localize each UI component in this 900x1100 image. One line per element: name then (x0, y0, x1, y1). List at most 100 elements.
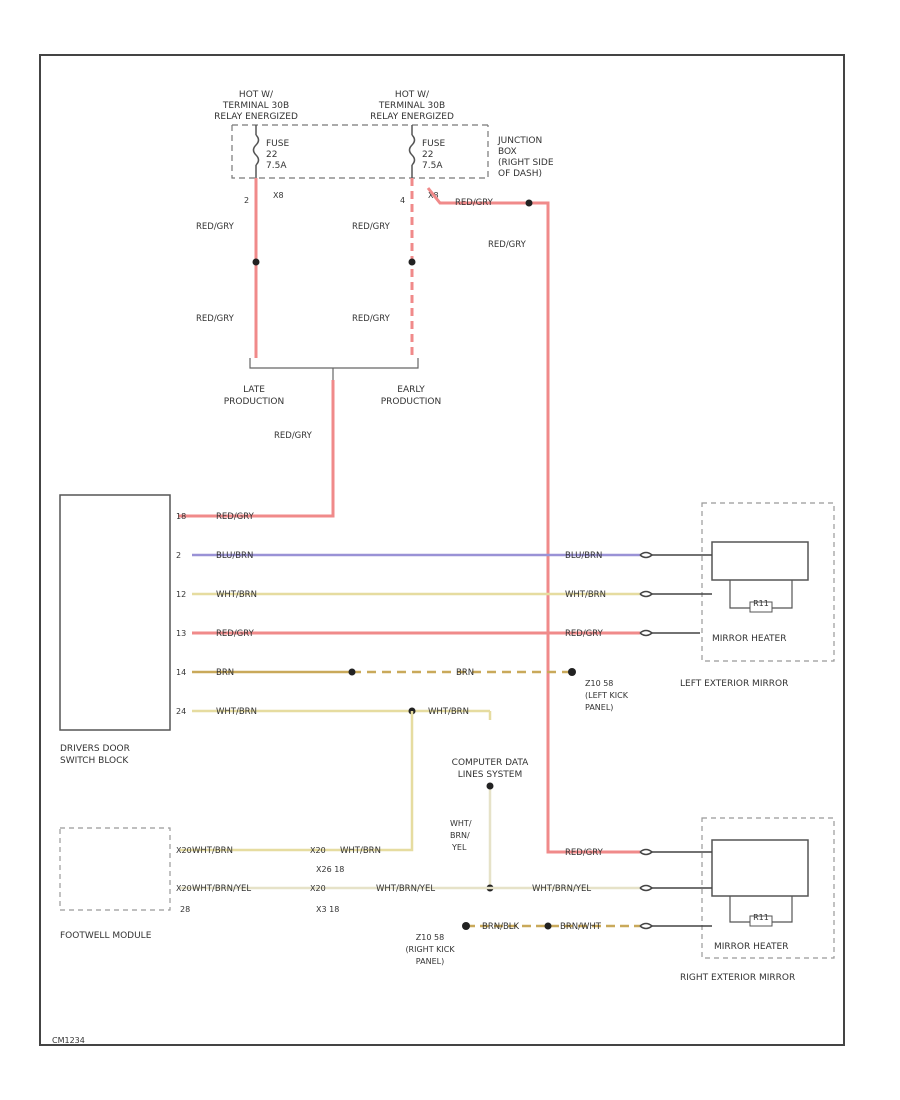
switch-pin-2: 2 (176, 551, 181, 560)
computer-data-label-2: LINES SYSTEM (458, 770, 523, 780)
hot-label-left-3: RELAY ENERGIZED (214, 112, 298, 122)
wire-label-wht-brn-left: WHT/BRN (216, 590, 257, 600)
left-mirror-heater-label: MIRROR HEATER (712, 634, 786, 644)
hot-label-left-2: TERMINAL 30B (222, 101, 289, 111)
early-production-label-2: PRODUCTION (381, 397, 442, 407)
pin-left-number: 2 (244, 196, 249, 205)
left-heater-element-code: R11 (753, 599, 769, 608)
hot-label-left-1: HOT W/ (239, 90, 274, 100)
right-exterior-mirror (701, 817, 835, 959)
wire-late-production (252, 178, 260, 358)
fuse-left-symbol (252, 125, 260, 178)
wire-label-wht-brn-data-right: WHT/BRN (428, 707, 469, 717)
switch-pin-3: 12 (176, 590, 186, 599)
pin-left-code: X8 (273, 191, 284, 200)
wire-label-switch-feed: RED/GRY (216, 512, 255, 522)
ground-left-label-1: Z10 58 (585, 679, 613, 688)
wire-label-early-lower: RED/GRY (352, 314, 391, 324)
switch-pin-6: 24 (176, 707, 186, 716)
hot-label-right-2: TERMINAL 30B (378, 101, 445, 111)
right-mirror-caption: RIGHT EXTERIOR MIRROR (680, 973, 795, 983)
wire-label-footwell-top-left: WHT/BRN (192, 846, 233, 856)
ground-left-label-3: PANEL) (585, 703, 613, 712)
ground-right-label-3: PANEL) (416, 957, 444, 966)
right-mirror-heater-label: MIRROR HEATER (714, 942, 788, 952)
connector-x26-bottom-label: X3 18 (316, 905, 339, 914)
wire-label-junction-out: RED/GRY (455, 198, 494, 208)
wire-label-wht-brn-yel-2: WHT/BRN/YEL (376, 884, 435, 894)
wire-label-wht-brn-right: WHT/BRN (565, 590, 606, 600)
wire-label-late-lower: RED/GRY (196, 314, 235, 324)
wire-label-brn-blk: BRN/BLK (482, 922, 520, 932)
left-mirror-connectors (639, 551, 712, 637)
switch-pin-1: 18 (176, 512, 186, 521)
ground-right-label-2: (RIGHT KICK (405, 945, 455, 954)
left-exterior-mirror (701, 502, 835, 662)
switch-pin-5: 14 (176, 668, 186, 677)
frame-code: CM1234 (52, 1036, 85, 1045)
wire-label-stack-3: YEL (451, 843, 467, 852)
junction-box-label-4: OF DASH) (498, 169, 542, 179)
ground-left-label-2: (LEFT KICK (585, 691, 629, 700)
late-production-label-2: PRODUCTION (224, 397, 285, 407)
wire-feed-to-switch (178, 380, 335, 518)
wire-label-footwell-top-right: WHT/BRN (340, 846, 381, 856)
wire-label-stack-1: WHT/ (450, 819, 472, 828)
pin-right-number: 4 (400, 196, 405, 205)
wire-label-wht-brn-data-left: WHT/BRN (216, 707, 257, 717)
switch-pin-4: 13 (176, 629, 186, 638)
footwell-pin-code: 28 (180, 905, 190, 914)
fuse-right-rating: 7.5A (422, 161, 443, 171)
wire-wht-brn-footwell (180, 711, 414, 852)
wire-label-blu-brn-left: BLU/BRN (216, 551, 253, 561)
footwell-pin-top: X20 (176, 846, 192, 855)
wire-label-blu-brn-right: BLU/BRN (565, 551, 602, 561)
connector-x26-top-label: X26 18 (316, 865, 344, 874)
wire-label-brn-left: BRN (216, 668, 234, 678)
ground-right-point (462, 922, 470, 930)
late-production-label-1: LATE (243, 385, 265, 395)
wire-label-wht-brn-yel-1: WHT/BRN/YEL (192, 884, 251, 894)
left-mirror-caption: LEFT EXTERIOR MIRROR (680, 679, 788, 689)
wire-early-production (408, 178, 416, 358)
right-heater-element-code: R11 (753, 913, 769, 922)
junction-box-label-1: JUNCTION (497, 136, 542, 146)
wire-label-right-mirror-red: RED/GRY (565, 848, 604, 858)
hot-label-right-3: RELAY ENERGIZED (370, 112, 454, 122)
wire-label-stack-2: BRN/ (450, 831, 470, 840)
junction-box-label-3: (RIGHT SIDE (498, 158, 554, 168)
footwell-pin-bottom: X20 (176, 884, 192, 893)
fuse-right-number: 22 (422, 150, 433, 160)
ground-left-point (568, 668, 576, 676)
fuse-right-symbol (408, 125, 416, 178)
wire-label-brn-wht: BRN/WHT (560, 922, 602, 932)
production-bracket (249, 358, 419, 369)
fuse-right-label: FUSE (422, 139, 445, 149)
right-mirror-heater-box (711, 839, 809, 897)
wire-label-red-gry-right: RED/GRY (565, 629, 604, 639)
connector-x26-bottom-pin: X20 (310, 884, 326, 893)
fuse-left-label: FUSE (266, 139, 289, 149)
fuse-left-rating: 7.5A (266, 161, 287, 171)
wire-label-brn-right: BRN (456, 668, 474, 678)
wire-label-late-upper: RED/GRY (196, 222, 235, 232)
driver-switch-block (59, 494, 171, 731)
wire-label-wht-brn-yel-3: WHT/BRN/YEL (532, 884, 591, 894)
wire-label-feed: RED/GRY (274, 431, 313, 441)
ground-right-label-1: Z10 58 (416, 933, 444, 942)
early-production-label-1: EARLY (397, 385, 425, 395)
driver-switch-label-2: SWITCH BLOCK (60, 756, 129, 766)
junction-box (231, 124, 489, 179)
wire-label-early-upper: RED/GRY (352, 222, 391, 232)
wire-label-red-gry-left: RED/GRY (216, 629, 255, 639)
junction-box-label-2: BOX (498, 147, 517, 157)
left-mirror-heater-box (711, 541, 809, 581)
wire-label-junction-down: RED/GRY (488, 240, 527, 250)
diagram-frame (39, 54, 845, 1046)
right-mirror-connectors (639, 848, 712, 930)
driver-switch-label-1: DRIVERS DOOR (60, 744, 130, 754)
hot-label-right-1: HOT W/ (395, 90, 430, 100)
wire-right-mirror-supply (426, 187, 640, 854)
footwell-module-label: FOOTWELL MODULE (60, 931, 152, 941)
